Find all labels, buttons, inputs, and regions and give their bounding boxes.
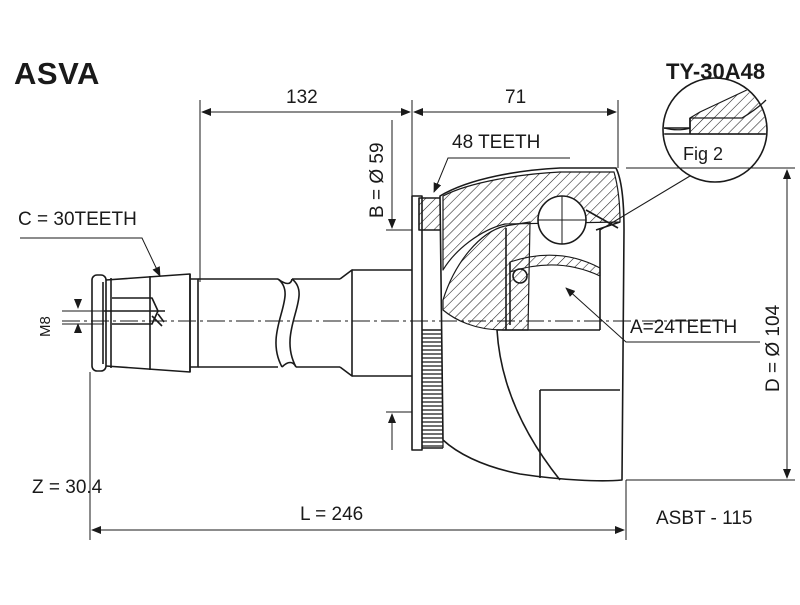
dimension-housing-length: 71 bbox=[505, 87, 527, 108]
flange-diameter-label: B = Ø 59 bbox=[367, 142, 388, 218]
flange-abs-ring bbox=[411, 195, 444, 451]
housing-diameter-label: D = Ø 104 bbox=[763, 304, 784, 392]
abs-ring-teeth-label: 48 TEETH bbox=[452, 132, 541, 153]
inner-race bbox=[509, 195, 621, 325]
dimension-lines bbox=[20, 100, 795, 540]
fig2-label: Fig 2 bbox=[683, 144, 724, 164]
dimension-shaft-length: 132 bbox=[286, 87, 318, 108]
outer-housing bbox=[439, 167, 625, 482]
brand-logo: ASVA bbox=[14, 56, 100, 91]
offset-label: Z = 30.4 bbox=[32, 477, 103, 498]
outer-spline-label: C = 30TEETH bbox=[18, 209, 137, 230]
inner-spline-label: A=24TEETH bbox=[630, 317, 738, 338]
thread-label: M8 bbox=[37, 316, 54, 337]
part-number: TY-30A48 bbox=[666, 59, 766, 84]
catalog-code: ASBT - 115 bbox=[656, 508, 753, 529]
total-length-label: L = 246 bbox=[300, 504, 364, 525]
main-shaft bbox=[189, 269, 412, 377]
fig2-detail bbox=[599, 77, 768, 231]
shaft-end bbox=[91, 273, 191, 373]
